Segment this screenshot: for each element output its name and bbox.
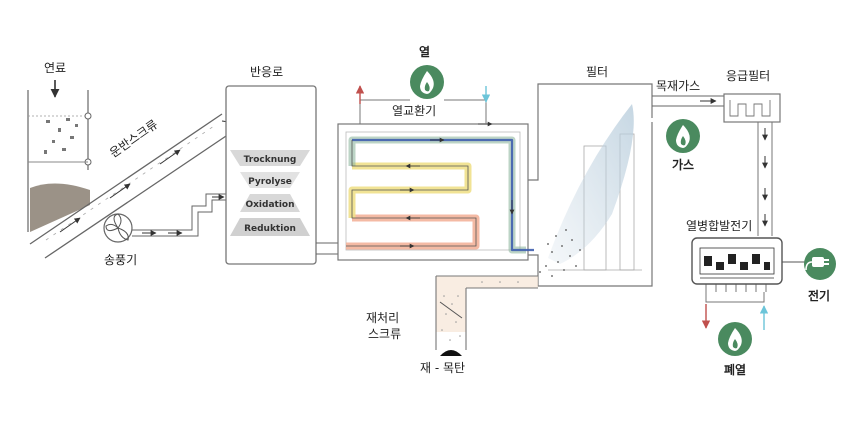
gas-label: 가스 — [672, 158, 695, 172]
wood-gas-line — [652, 95, 724, 107]
flame-icon — [666, 119, 700, 153]
fan-icon — [103, 213, 133, 243]
ash-channel — [435, 275, 538, 356]
fuel-label: 연료 — [44, 61, 67, 75]
ash-screw-label-line1: 재처리 — [366, 311, 400, 325]
fuel-hopper — [27, 90, 92, 232]
flame-icon — [718, 322, 752, 356]
chp-engine — [691, 237, 806, 292]
chp-label: 열병합발전기 — [686, 219, 753, 233]
waste-heat-label: 폐열 — [724, 363, 747, 377]
electricity-label: 전기 — [808, 289, 831, 303]
ash-charcoal-label: 재 - 목탄 — [420, 361, 466, 375]
wood-gas-label: 목재가스 — [656, 79, 701, 93]
condensate-filter-label: 응급필터 — [726, 69, 771, 83]
heat-output-lines — [355, 85, 491, 124]
heat-label: 열 — [419, 45, 431, 59]
filter-label: 필터 — [586, 65, 609, 79]
conveyor-screw — [29, 113, 237, 259]
ash-screw-label-line2: 스크류 — [368, 327, 402, 341]
waste-heat-lines — [701, 292, 769, 330]
stage-reduction: Reduktion — [244, 224, 296, 234]
reactor-label: 반응로 — [250, 65, 284, 79]
filter — [528, 83, 653, 287]
plug-icon — [804, 248, 836, 280]
stage-drying: Trocknung — [244, 155, 297, 165]
air-feed-line — [132, 193, 226, 237]
stage-oxidation: Oxidation — [245, 200, 294, 210]
reactor — [225, 85, 317, 265]
blower-label: 송풍기 — [104, 253, 138, 267]
flame-icon — [410, 65, 444, 99]
heat-exchanger-label: 열교환기 — [392, 104, 437, 118]
stage-pyrolysis: Pyrolyse — [248, 177, 292, 187]
conveyor-screw-label: 운반스크류 — [107, 117, 160, 160]
heat-exchanger — [337, 121, 534, 261]
condensate-filter — [723, 93, 781, 236]
